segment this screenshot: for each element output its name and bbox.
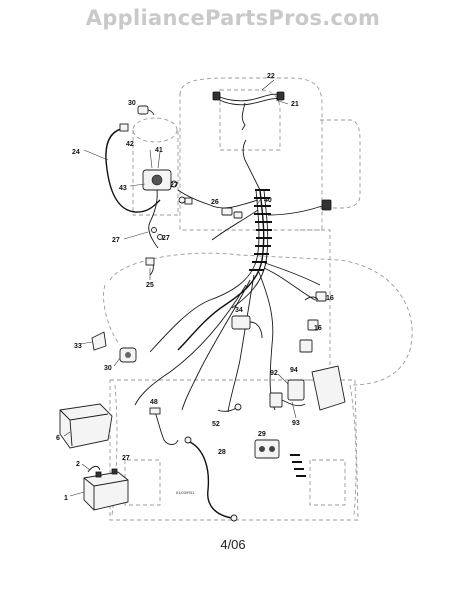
battery <box>83 465 129 511</box>
callout-label: 27 <box>122 455 130 462</box>
callout-label: 16 <box>314 325 322 332</box>
callout-label: 52 <box>212 421 220 428</box>
site-watermark: AppliancePartsPros.com <box>85 6 381 30</box>
callout-label: 16 <box>326 295 334 302</box>
pto-switch-assembly <box>269 365 346 411</box>
callout-label: 43 <box>119 185 127 192</box>
callout-label: 30 <box>104 365 112 372</box>
callout-label: 33 <box>74 343 82 350</box>
headlight-harness <box>212 91 285 131</box>
battery-cable <box>184 436 238 522</box>
callout-label: 21 <box>291 101 299 108</box>
module-34 <box>231 315 263 339</box>
callout-label: 28 <box>218 449 226 456</box>
callout-leaders <box>63 79 297 497</box>
callout-label: 27 <box>162 235 170 242</box>
main-harness-bundle <box>134 139 332 477</box>
solenoid-30 <box>119 347 137 363</box>
revision-date: 4/06 <box>220 537 246 552</box>
ground-wire-52 <box>217 403 242 412</box>
callout-label: 24 <box>72 149 80 156</box>
battery-tray <box>59 403 113 449</box>
front-connectors <box>184 197 243 219</box>
fuse-holder <box>149 407 179 445</box>
seat-brake-switches <box>299 291 327 353</box>
callout-label: 93 <box>292 420 300 427</box>
callout-label: 42 <box>126 141 134 148</box>
callout-label: 30 <box>128 100 136 107</box>
callout-labels: 22 21 30 42 41 24 43 27 26 40 27 27 25 3… <box>56 73 334 502</box>
callout-label: 27 <box>112 237 120 244</box>
callout-label: 40 <box>264 197 272 204</box>
ignition-switch-assembly <box>105 105 186 276</box>
callout-label: 41 <box>155 147 163 154</box>
callout-label: 94 <box>290 367 298 374</box>
callout-label: 34 <box>235 307 243 314</box>
starter-solenoid <box>254 439 280 459</box>
callout-label: 22 <box>267 73 275 80</box>
callout-label: 1 <box>64 495 68 502</box>
callout-label: 2 <box>76 461 80 468</box>
drawing-code: 01/03/R01 <box>176 490 195 495</box>
callout-label: 6 <box>56 435 60 442</box>
callout-label: 92 <box>270 370 278 377</box>
dash-console-outline <box>132 117 179 216</box>
callout-label: 25 <box>146 282 154 289</box>
callout-label: 26 <box>211 199 219 206</box>
callout-label: 48 <box>150 399 158 406</box>
callout-label: 27 <box>170 182 178 189</box>
callout-label: 29 <box>258 431 266 438</box>
clutch-switch <box>91 331 107 351</box>
